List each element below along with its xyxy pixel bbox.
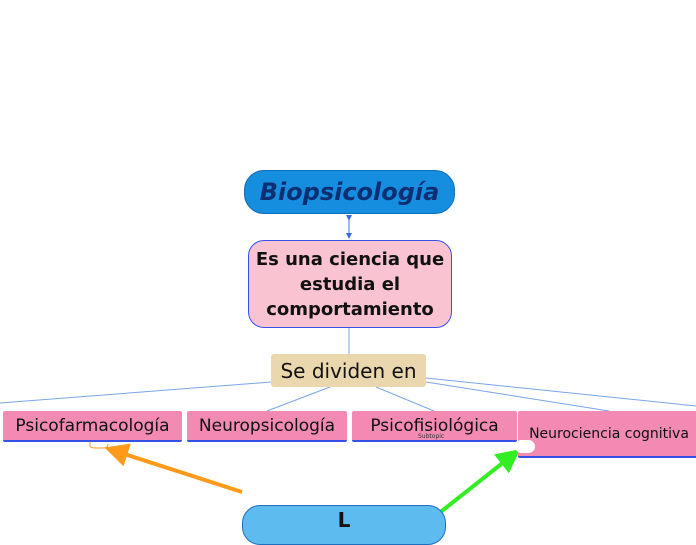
- divide-to-sub3-line: [375, 386, 435, 412]
- orange-relation-arrow: [104, 443, 243, 494]
- connection-handle[interactable]: [515, 440, 535, 453]
- divide-label: Se dividen en: [280, 358, 417, 383]
- central-topic-label: Biopsicología: [259, 178, 440, 206]
- central-topic-node[interactable]: Biopsicología: [244, 170, 455, 214]
- divide-to-offscreen-line: [425, 377, 696, 407]
- divide-to-sub1-line: [0, 381, 272, 404]
- definition-label: Es una ciencia que estudia el comportami…: [255, 248, 445, 320]
- subtopic-label: Psicofisiológica: [370, 415, 499, 436]
- green-relation-arrow: [436, 449, 521, 516]
- subtopic-node-neuropsicologia[interactable]: Neuropsicología: [187, 411, 347, 442]
- sub1-bracket: [89, 438, 109, 449]
- divide-to-sub4-line: [425, 381, 610, 412]
- bottom-topic-node[interactable]: L: [242, 505, 446, 545]
- divide-node[interactable]: Se dividen en: [271, 354, 426, 387]
- bottom-topic-label: L: [337, 508, 351, 532]
- definition-node[interactable]: Es una ciencia que estudia el comportami…: [248, 240, 452, 328]
- subtopic-label: Psicofarmacología: [15, 415, 170, 436]
- subtopic-node-neurociencia-cognitiva[interactable]: Neurociencia cognitiva: [518, 411, 696, 458]
- subtopic-node-psicofarmacologia[interactable]: Psicofarmacología: [3, 411, 182, 442]
- subtopic-node-psicofisiologica[interactable]: Psicofisiológica: [352, 411, 517, 442]
- divide-to-sub2-line: [266, 386, 331, 412]
- subtopic-placeholder-tag: Subtopic: [418, 433, 445, 440]
- subtopic-label: Neuropsicología: [198, 415, 336, 436]
- connector-lines: [0, 215, 696, 516]
- subtopic-label: Neurociencia cognitiva: [529, 425, 689, 442]
